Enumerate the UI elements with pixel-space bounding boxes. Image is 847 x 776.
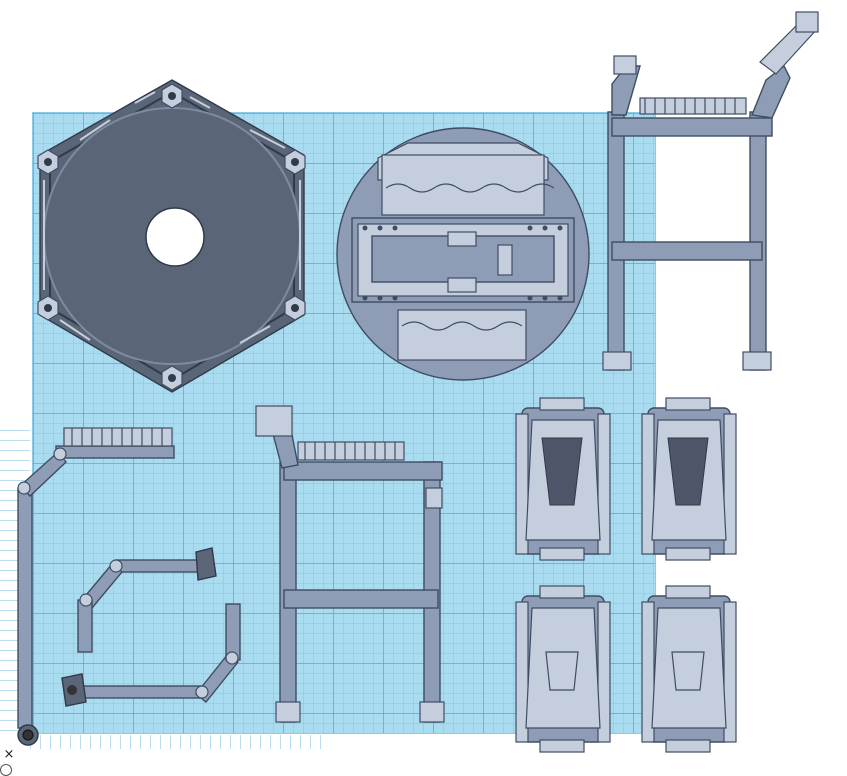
tank-unit-4[interactable]	[641, 585, 737, 753]
arm-piece-lower[interactable]	[61, 603, 241, 707]
center-hole	[145, 207, 205, 267]
tank-unit-3[interactable]	[515, 585, 611, 753]
snap-grid-icon[interactable]	[0, 764, 12, 776]
hexagon-base-plate[interactable]	[37, 79, 306, 393]
gantry-frame-center[interactable]	[255, 405, 445, 723]
horizontal-ruler	[30, 735, 330, 749]
crane-arm-left[interactable]	[17, 427, 175, 746]
round-base-plate[interactable]	[336, 127, 590, 381]
close-icon[interactable]: ×	[3, 747, 15, 762]
gantry-frame-top-right[interactable]	[602, 11, 819, 371]
tank-unit-2[interactable]	[641, 397, 737, 561]
arm-piece-upper[interactable]	[77, 547, 217, 653]
tank-unit-1[interactable]	[515, 397, 611, 561]
